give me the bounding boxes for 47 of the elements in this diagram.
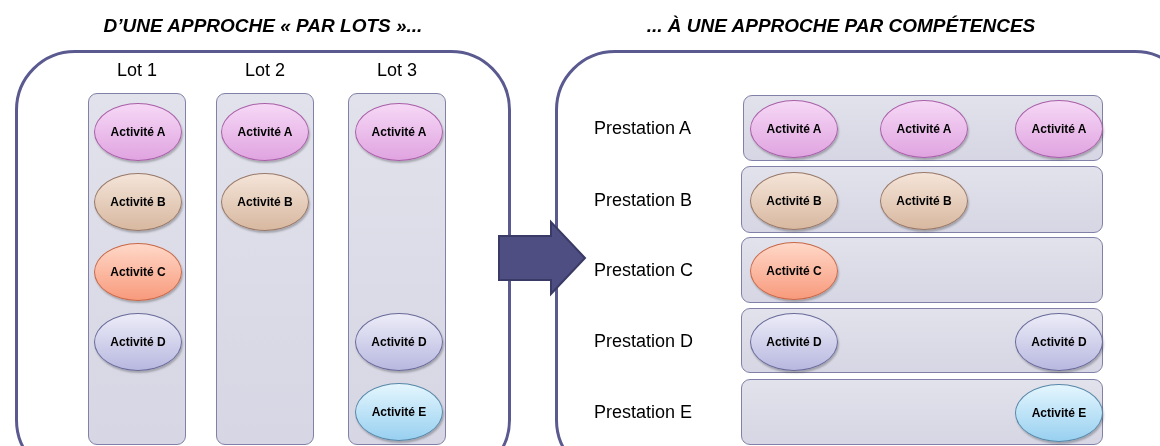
- activity-label: Activité B: [765, 192, 823, 210]
- activity-label: Activité D: [1030, 333, 1088, 351]
- activity-label: Activité C: [109, 263, 167, 281]
- activity-ellipse: [355, 103, 443, 161]
- activity-ellipse: [94, 243, 182, 301]
- activity-ellipse: [750, 172, 838, 230]
- activity-label: Activité D: [109, 333, 167, 351]
- activity-ellipse: [1015, 100, 1103, 158]
- activity-ellipse: [355, 383, 443, 441]
- column-heading: Lot 3: [375, 60, 418, 81]
- activity-ellipse: [221, 103, 309, 161]
- activity-ellipse: [1015, 313, 1103, 371]
- column-heading: Lot 1: [115, 60, 158, 81]
- activity-label: Activité D: [765, 333, 823, 351]
- activity-label: Activité E: [370, 403, 428, 421]
- activity-label: Activité D: [370, 333, 428, 351]
- panel-title: D’UNE APPROCHE « PAR LOTS »...: [102, 15, 424, 37]
- activity-ellipse: [880, 100, 968, 158]
- row-label: Prestation D: [594, 330, 694, 351]
- activity-ellipse: [94, 313, 182, 371]
- row-label: Prestation A: [594, 117, 692, 139]
- activity-label: Activité A: [765, 120, 823, 138]
- activity-ellipse: [750, 100, 838, 158]
- activity-ellipse: [94, 103, 182, 161]
- activity-label: Activité A: [109, 123, 167, 141]
- activity-label: Activité B: [109, 193, 167, 211]
- column-heading: Lot 2: [243, 60, 286, 81]
- activity-ellipse: [750, 313, 838, 371]
- row-label: Prestation E: [594, 401, 693, 423]
- panel-title: ... À UNE APPROCHE PAR COMPÉTENCES: [645, 15, 1037, 37]
- activity-ellipse: [221, 173, 309, 231]
- activity-ellipse: [1015, 384, 1103, 442]
- activity-label: Activité B: [236, 193, 294, 211]
- activity-ellipse: [880, 172, 968, 230]
- row-label: Prestation C: [594, 259, 694, 281]
- activity-label: Activité A: [236, 123, 294, 141]
- arrow: [498, 219, 587, 297]
- activity-ellipse: [750, 242, 838, 300]
- activity-label: Activité A: [1030, 120, 1088, 138]
- row-label: Prestation B: [594, 189, 693, 210]
- activity-label: Activité C: [765, 262, 823, 280]
- activity-label: Activité B: [895, 192, 953, 210]
- activity-label: Activité E: [1030, 404, 1088, 422]
- activity-label: Activité A: [895, 120, 953, 138]
- activity-ellipse: [355, 313, 443, 371]
- activity-ellipse: [94, 173, 182, 231]
- activity-label: Activité A: [370, 123, 428, 141]
